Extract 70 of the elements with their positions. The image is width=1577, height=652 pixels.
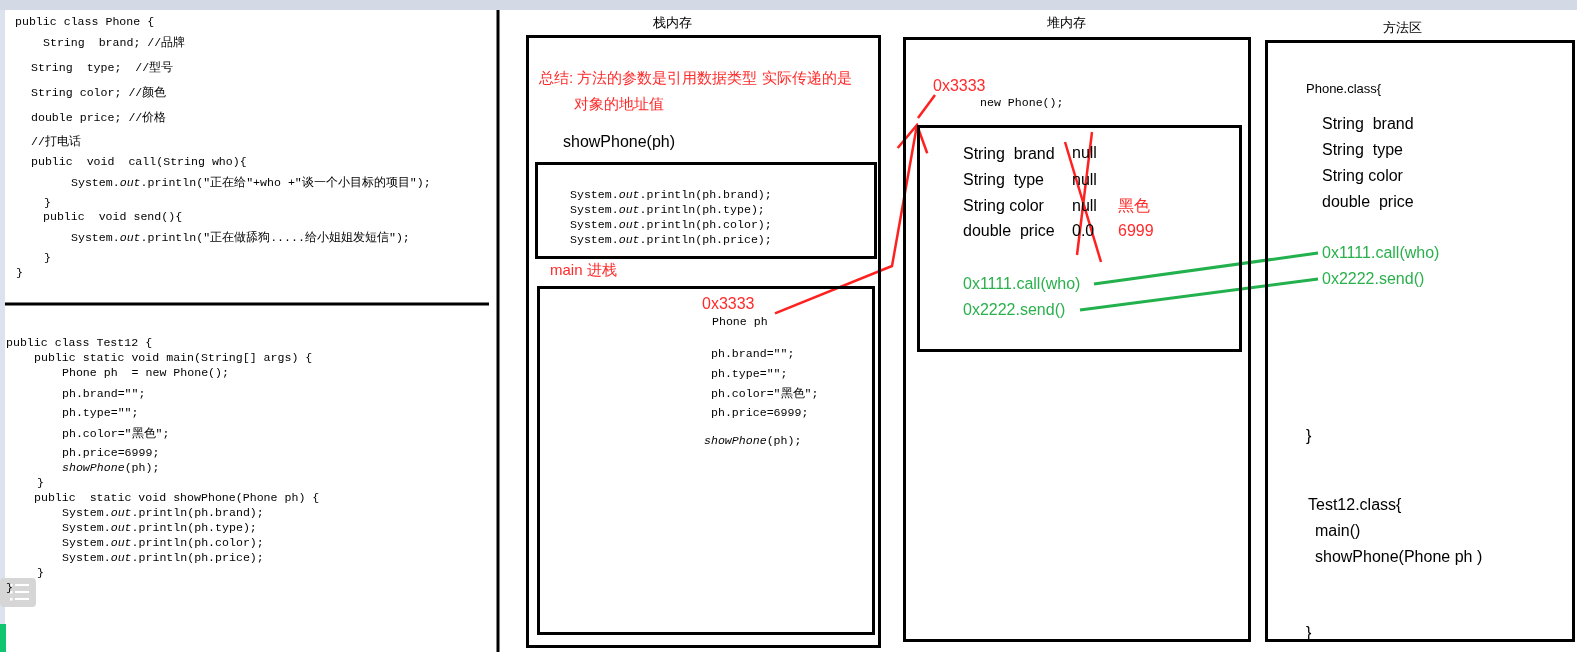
address-label: 0x3333 bbox=[933, 75, 986, 95]
address-label: 0x3333 bbox=[702, 293, 755, 313]
code-line: double price; //价格 bbox=[31, 109, 167, 125]
code-line: System.out.println(ph.brand); bbox=[62, 504, 264, 520]
code-line: ph.type=""; bbox=[62, 404, 139, 420]
field-name: String type bbox=[963, 169, 1044, 189]
code-line: System.out.println(ph.type); bbox=[570, 201, 765, 217]
code-line: System.out.println("正在做舔狗.....给小姐姐发短信"); bbox=[71, 229, 410, 245]
region-heading: 栈内存 bbox=[653, 15, 692, 31]
code-line: System.out.println(ph.price); bbox=[570, 231, 772, 247]
code-line: System.out.println(ph.color); bbox=[62, 534, 264, 550]
frame-heading: main 进栈 bbox=[550, 261, 617, 279]
code-line: ph.brand=""; bbox=[62, 385, 146, 401]
code-line: } bbox=[44, 194, 51, 210]
field-name: double price bbox=[963, 220, 1055, 240]
region-heading: 方法区 bbox=[1383, 20, 1422, 36]
code-line: } bbox=[6, 579, 13, 595]
code-line: } bbox=[16, 264, 23, 280]
method-reference: 0x2222.send() bbox=[1318, 269, 1424, 289]
code-line: ph.brand=""; bbox=[711, 345, 795, 361]
code-line: System.out.println(ph.type); bbox=[62, 519, 257, 535]
assigned-value: 6999 bbox=[1118, 220, 1154, 240]
code-line: String color; //颜色 bbox=[31, 84, 167, 100]
arrow bbox=[774, 123, 929, 315]
code-line: System.out.println(ph.price); bbox=[62, 549, 264, 565]
method-reference: 0x2222.send() bbox=[960, 300, 1080, 320]
brace: } bbox=[1306, 425, 1312, 445]
method-name: main() bbox=[1315, 520, 1361, 540]
field-name: String brand bbox=[963, 143, 1055, 163]
field-name: String color bbox=[963, 195, 1044, 215]
connector-line bbox=[1093, 251, 1319, 286]
code-line: ph.color="黑色"; bbox=[62, 425, 170, 441]
field-name: String brand bbox=[1322, 113, 1414, 133]
code-line: showPhone(ph); bbox=[704, 432, 802, 448]
assigned-value: 黑色 bbox=[1118, 195, 1150, 215]
code-line: ph.price=6999; bbox=[711, 404, 809, 420]
code-line: public class Phone { bbox=[15, 13, 155, 29]
method-name: showPhone(Phone ph ) bbox=[1315, 546, 1483, 566]
class-declaration: Test12.class{ bbox=[1308, 494, 1402, 514]
code-line: ph.color="黑色"; bbox=[711, 385, 819, 401]
code-line: Phone ph bbox=[712, 313, 768, 329]
code-line: } bbox=[44, 249, 51, 265]
field-name: String color bbox=[1322, 165, 1403, 185]
class-declaration: Phone.class{ bbox=[1306, 81, 1382, 97]
code-line: public void call(String who){ bbox=[31, 153, 247, 169]
code-line: String brand; //品牌 bbox=[43, 34, 186, 50]
frame-heading: showPhone(ph) bbox=[563, 132, 676, 151]
code-line: System.out.println(ph.brand); bbox=[570, 186, 772, 202]
method-reference: 0x1111.call(who) bbox=[1318, 243, 1448, 263]
code-line: } bbox=[37, 564, 44, 580]
code-line: public void send(){ bbox=[43, 208, 183, 224]
code-line: new Phone(); bbox=[980, 94, 1064, 110]
field-name: String type bbox=[1322, 139, 1403, 159]
code-line: ph.price=6999; bbox=[62, 444, 160, 460]
code-line: //打电话 bbox=[31, 133, 81, 149]
method-reference: 0x1111.call(who) bbox=[960, 274, 1094, 294]
region-heading: 堆内存 bbox=[1047, 15, 1086, 31]
code-line: Phone ph = new Phone(); bbox=[62, 364, 229, 380]
code-line: ph.type=""; bbox=[711, 365, 788, 381]
code-line: public static void showPhone(Phone ph) { bbox=[34, 489, 320, 505]
code-line: String type; //型号 bbox=[31, 59, 174, 75]
code-line: System.out.println(ph.color); bbox=[570, 216, 772, 232]
code-line: showPhone(ph); bbox=[62, 459, 160, 475]
code-line: public class Test12 { bbox=[6, 334, 153, 350]
connector-line bbox=[1079, 277, 1319, 312]
code-line: } bbox=[37, 474, 44, 490]
code-line: public static void main(String[] args) { bbox=[34, 349, 313, 365]
code-line: System.out.println("正在给"+who +"谈一个小目标的项目"); bbox=[71, 174, 431, 190]
field-name: double price bbox=[1322, 191, 1414, 211]
summary-note: 总结: 方法的参数是引用数据类型 实际传递的是对象的地址值 bbox=[539, 68, 853, 114]
